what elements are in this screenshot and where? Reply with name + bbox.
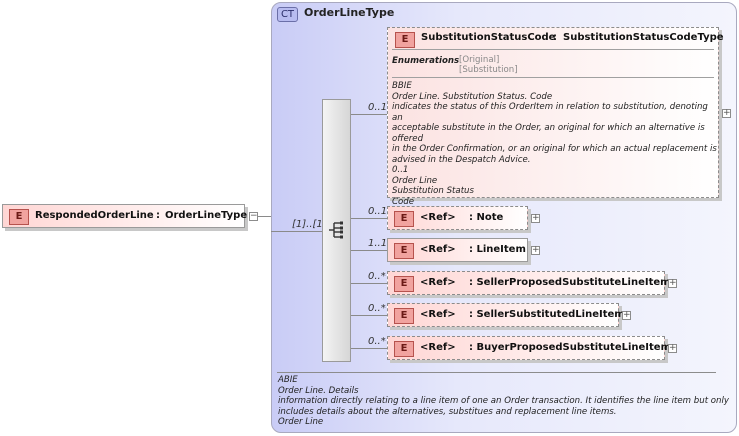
doc-line: Order Line	[278, 417, 324, 427]
connector	[351, 315, 387, 316]
ref-label: <Ref>	[420, 342, 456, 353]
doc-line: Code	[392, 196, 415, 207]
enumeration-list: [Original] [Substitution]	[459, 55, 518, 75]
connector	[351, 250, 387, 251]
cardinality-label: 1..1	[368, 238, 388, 249]
doc-line: BBIE	[392, 81, 412, 91]
root-element-box[interactable]: E RespondedOrderLine : OrderLineType	[2, 204, 248, 228]
doc-line: Order Line. Substitution Status. Code	[392, 91, 553, 102]
expand-button[interactable]: +	[668, 343, 677, 353]
doc-line: advised in the Despatch Advice.	[392, 154, 531, 165]
ref-label: <Ref>	[420, 244, 456, 255]
root-element-type: OrderLineType	[165, 210, 248, 221]
complex-type-badge: CT	[277, 7, 298, 22]
doc-line: 0..1	[392, 165, 409, 175]
doc-line: includes details about the alternatives,…	[278, 406, 617, 417]
divider	[392, 49, 714, 50]
ref-element-seller-substituted-line-item[interactable]: E <Ref> : SellerSubstitutedLineItem	[387, 303, 625, 327]
element-icon: E	[394, 243, 414, 259]
cardinality-label: 0..*	[368, 303, 386, 314]
enumerations-label: Enumerations	[392, 56, 460, 66]
element-icon: E	[394, 341, 414, 357]
expand-button[interactable]: +	[531, 213, 540, 223]
connector	[271, 231, 322, 232]
sequence-icon	[329, 221, 343, 239]
expand-button[interactable]: +	[531, 245, 540, 255]
root-element-name: RespondedOrderLine	[35, 210, 154, 221]
element-icon: E	[394, 211, 414, 227]
ref-element-line-item[interactable]: E <Ref> : LineItem	[387, 238, 528, 262]
ref-element-seller-proposed-substitute-line-item[interactable]: E <Ref> : SellerProposedSubstituteLineIt…	[387, 271, 671, 295]
doc-line: information directly relating to a line …	[278, 396, 729, 406]
substitution-element-documentation: BBIE Order Line. Substitution Status. Co…	[392, 81, 718, 218]
complex-type-name: OrderLineType	[304, 6, 395, 19]
expand-button[interactable]: +	[622, 310, 631, 320]
connector	[351, 114, 387, 115]
element-icon: E	[395, 32, 415, 48]
doc-line: in the Order Confirmation, or an origina…	[392, 144, 717, 154]
ref-label: <Ref>	[420, 277, 456, 288]
collapse-button[interactable]: −	[249, 211, 258, 221]
ref-element-name: : LineItem	[469, 244, 526, 255]
doc-line: Order Line	[392, 175, 438, 186]
sequence-compositor[interactable]	[322, 99, 351, 362]
divider	[277, 372, 716, 373]
divider	[392, 77, 714, 78]
connector	[351, 283, 387, 284]
cardinality-label: 0..1	[368, 102, 388, 113]
ref-element-name: : SellerProposedSubstituteLineItem	[469, 277, 671, 288]
doc-line: ABIE	[278, 375, 298, 385]
element-icon: E	[9, 209, 29, 225]
expand-button[interactable]: +	[722, 108, 731, 118]
ref-element-name: : BuyerProposedSubstituteLineItem	[469, 342, 672, 353]
enumeration-value: [Original]	[459, 55, 500, 65]
expand-button[interactable]: +	[668, 278, 677, 288]
doc-line: Order Line. Details	[278, 385, 359, 396]
ref-element-name: : SellerSubstitutedLineItem	[469, 309, 625, 320]
cardinality-label: 0..*	[368, 336, 386, 347]
substitution-element-name: SubstitutionStatusCode	[421, 32, 556, 43]
element-icon: E	[394, 308, 414, 324]
doc-line: indicates the status of this OrderItem i…	[392, 102, 708, 123]
connector	[258, 216, 271, 217]
ref-element-note[interactable]: E <Ref> : Note	[387, 206, 528, 230]
enumeration-value: [Substitution]	[459, 64, 518, 75]
element-icon: E	[394, 276, 414, 292]
cardinality-label: 0..1	[368, 206, 388, 217]
cardinality-label: 0..*	[368, 271, 386, 282]
substitution-status-element[interactable]: E SubstitutionStatusCode : SubstitutionS…	[387, 27, 724, 217]
type-documentation: ABIE Order Line. Details information dir…	[278, 375, 729, 428]
sequence-cardinality: [1]..[1]	[292, 219, 327, 230]
doc-line: Substitution Status	[392, 186, 474, 196]
ref-element-name: : Note	[469, 212, 504, 223]
ref-label: <Ref>	[420, 212, 456, 223]
substitution-element-type: SubstitutionStatusCodeType	[563, 32, 724, 43]
root-element-separator: :	[156, 210, 160, 221]
substitution-element-separator: :	[553, 32, 557, 43]
connector	[351, 218, 387, 219]
ref-element-buyer-proposed-substitute-line-item[interactable]: E <Ref> : BuyerProposedSubstituteLineIte…	[387, 336, 671, 360]
ref-label: <Ref>	[420, 309, 456, 320]
connector	[351, 348, 387, 349]
doc-line: acceptable substitute in the Order, an o…	[392, 123, 705, 144]
